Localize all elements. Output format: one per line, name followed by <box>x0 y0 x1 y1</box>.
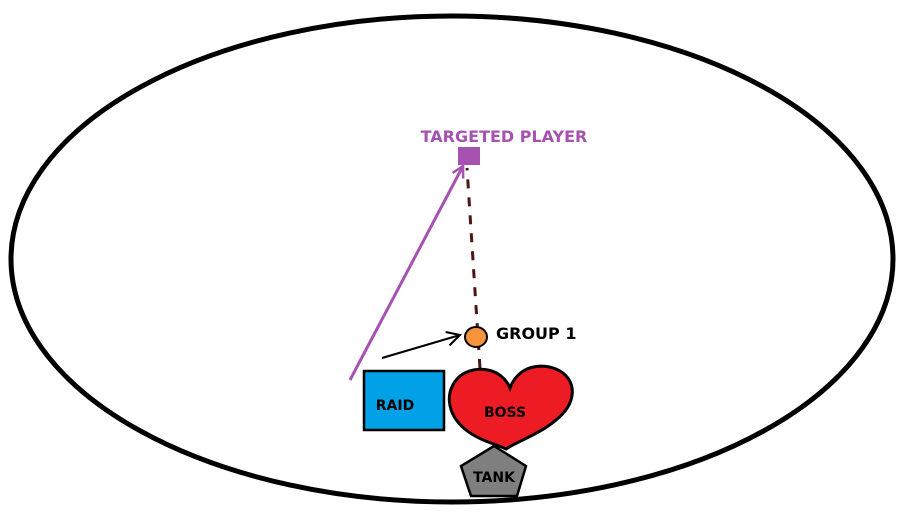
raid-box <box>362 369 446 432</box>
raid-label: RAID <box>376 398 414 414</box>
group-1-label: GROUP 1 <box>496 324 576 343</box>
raid-to-group-arrow <box>381 335 460 359</box>
tank-pentagon <box>459 444 528 498</box>
tether-line <box>465 167 482 369</box>
boss-heart <box>447 364 574 451</box>
boss-label: BOSS <box>484 405 526 421</box>
tank-label: TANK <box>473 470 516 486</box>
targeted-player-marker <box>458 147 480 165</box>
arena-boundary <box>8 13 896 505</box>
raid-to-target-arrow <box>348 166 463 381</box>
targeted-player-label: TARGETED PLAYER <box>421 127 588 146</box>
group-1-marker <box>464 326 488 348</box>
